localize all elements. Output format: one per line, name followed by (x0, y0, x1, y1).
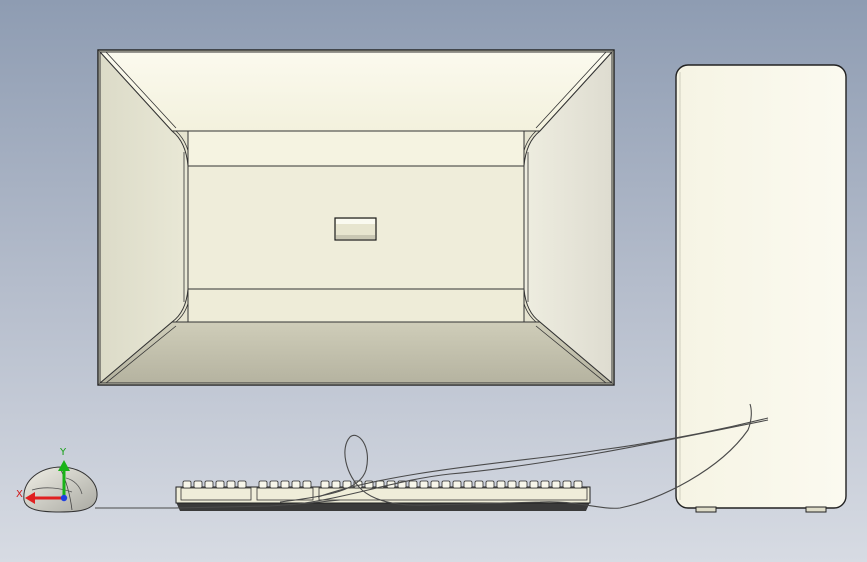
keycap (215, 480, 225, 489)
keycap (408, 480, 418, 489)
keycap (485, 480, 495, 489)
keycap (452, 480, 462, 489)
keycap (258, 480, 268, 489)
keycap (193, 480, 203, 489)
keycap (320, 480, 330, 489)
keycap (419, 480, 429, 489)
pc-tower[interactable] (675, 64, 847, 513)
keycap (573, 480, 583, 489)
keycap (496, 480, 506, 489)
cables (95, 403, 769, 509)
keycap (518, 480, 528, 489)
keycap (562, 480, 572, 489)
keycap (269, 480, 279, 489)
mouse[interactable] (23, 466, 98, 513)
keycap (441, 480, 451, 489)
keycap (529, 480, 539, 489)
keycap (430, 480, 440, 489)
keycap (331, 480, 341, 489)
keycap (280, 480, 290, 489)
keycap (302, 480, 312, 489)
keycap (291, 480, 301, 489)
keycap (226, 480, 236, 489)
axis-y-label: Y (59, 447, 67, 458)
keycap (551, 480, 561, 489)
axis-x-label: X (16, 489, 23, 500)
keycap (182, 480, 192, 489)
keycap (540, 480, 550, 489)
keycap (463, 480, 473, 489)
tower-foot-left (695, 506, 717, 513)
mount-block[interactable] (334, 217, 377, 241)
monitor-back-view[interactable] (97, 49, 615, 386)
keycap (507, 480, 517, 489)
keycap (474, 480, 484, 489)
keycap (204, 480, 214, 489)
axis-triad-icon: Y X (16, 447, 70, 504)
keycap (237, 480, 247, 489)
tower-foot-right (805, 506, 827, 513)
